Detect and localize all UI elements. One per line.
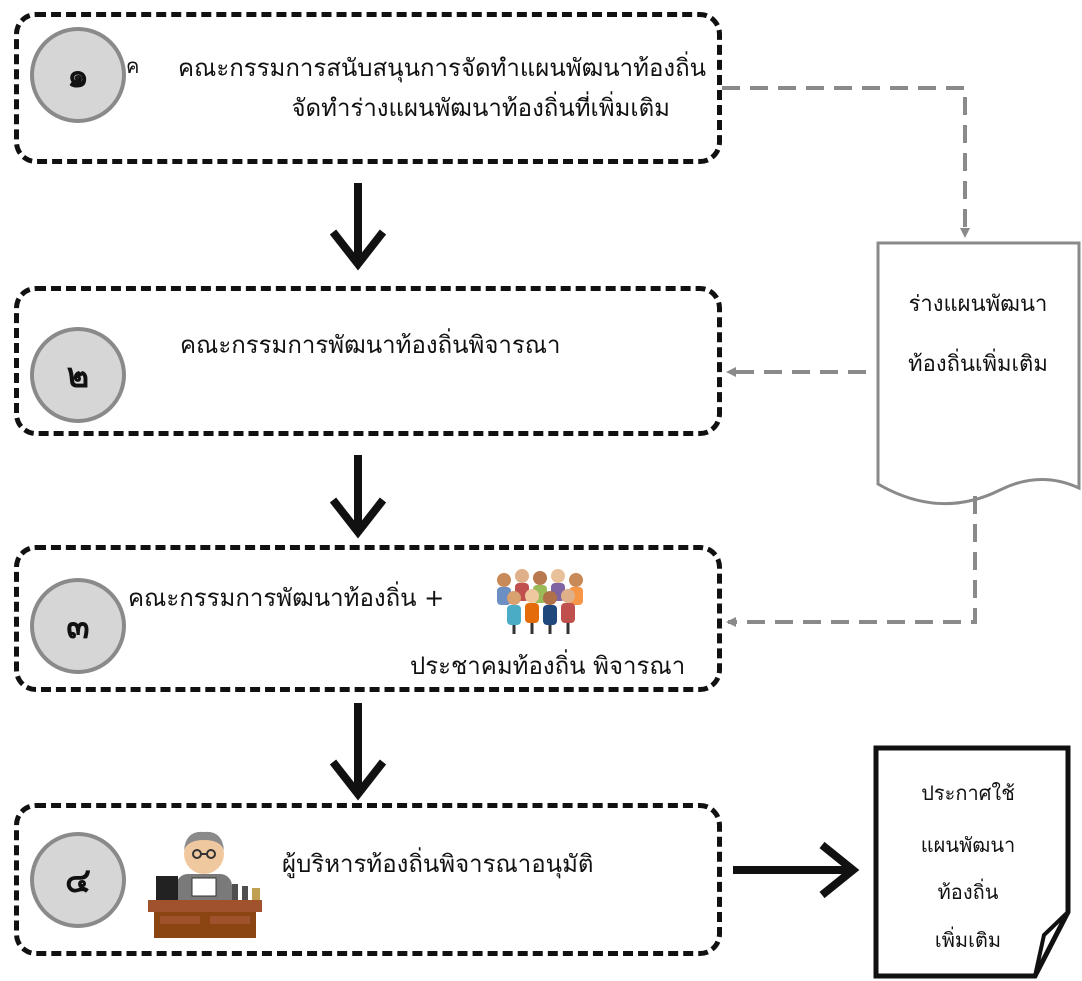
dashed-connector-to-draft — [722, 86, 970, 238]
stage-2-line-1: คณะกรรมการพัฒนาท้องถิ่นพิจารณา — [180, 331, 561, 359]
draft-document-shape — [876, 241, 1081, 506]
stage-1-box — [14, 12, 722, 164]
stage-2-number: ๒ — [66, 356, 90, 396]
stage-1-number: ๑ — [67, 56, 89, 96]
crowd-of-people-icon — [497, 569, 583, 634]
arrow-stage-2-to-3 — [329, 455, 387, 539]
announcement-document-shape — [873, 745, 1071, 979]
stage-4-number: ๔ — [65, 861, 91, 901]
stage-2-box — [14, 286, 722, 436]
arrow-stage-4-to-announcement — [733, 841, 860, 899]
stage-1-number-badge: ๑ — [30, 27, 126, 123]
stage-1-line-1: คณะกรรมการสนับสนุนการจัดทำแผนพัฒนาท้องถิ… — [178, 54, 707, 82]
draft-document-line-1: ร่างแผนพัฒนา — [908, 292, 1048, 317]
announcement-line-3: ท้องถิ่น — [937, 880, 999, 904]
dashed-connector-to-stage-3 — [726, 496, 977, 627]
stage-3-line-1: คณะกรรมการพัฒนาท้องถิ่น + — [128, 584, 445, 612]
stage-1-ghost-text: ค — [126, 54, 140, 78]
arrow-stage-3-to-4 — [329, 703, 387, 801]
executive-at-desk-icon — [148, 831, 262, 938]
stage-3-number-badge: ๓ — [30, 578, 126, 674]
announcement-line-1: ประกาศใช้ — [921, 781, 1015, 805]
announcement-line-2: แผนพัฒนา — [920, 833, 1016, 857]
arrow-stage-1-to-2 — [329, 183, 387, 271]
stage-3-number: ๓ — [66, 607, 90, 647]
stage-4-number-badge: ๔ — [30, 832, 126, 928]
draft-document-line-2: ท้องถิ่นเพิ่มเติม — [908, 352, 1048, 377]
stage-3-line-2: ประชาคมท้องถิ่น พิจารณา — [410, 652, 686, 680]
stage-4-box — [14, 803, 722, 956]
announcement-line-4: เพิ่มเติม — [934, 928, 1002, 952]
stage-1-line-2: จัดทำร่างแผนพัฒนาท้องถิ่นที่เพิ่มเติม — [291, 94, 670, 122]
stage-3-box — [14, 545, 722, 692]
stage-2-number-badge: ๒ — [30, 327, 126, 423]
stage-4-line-1: ผู้บริหารท้องถิ่นพิจารณาอนุมัติ — [282, 850, 594, 878]
